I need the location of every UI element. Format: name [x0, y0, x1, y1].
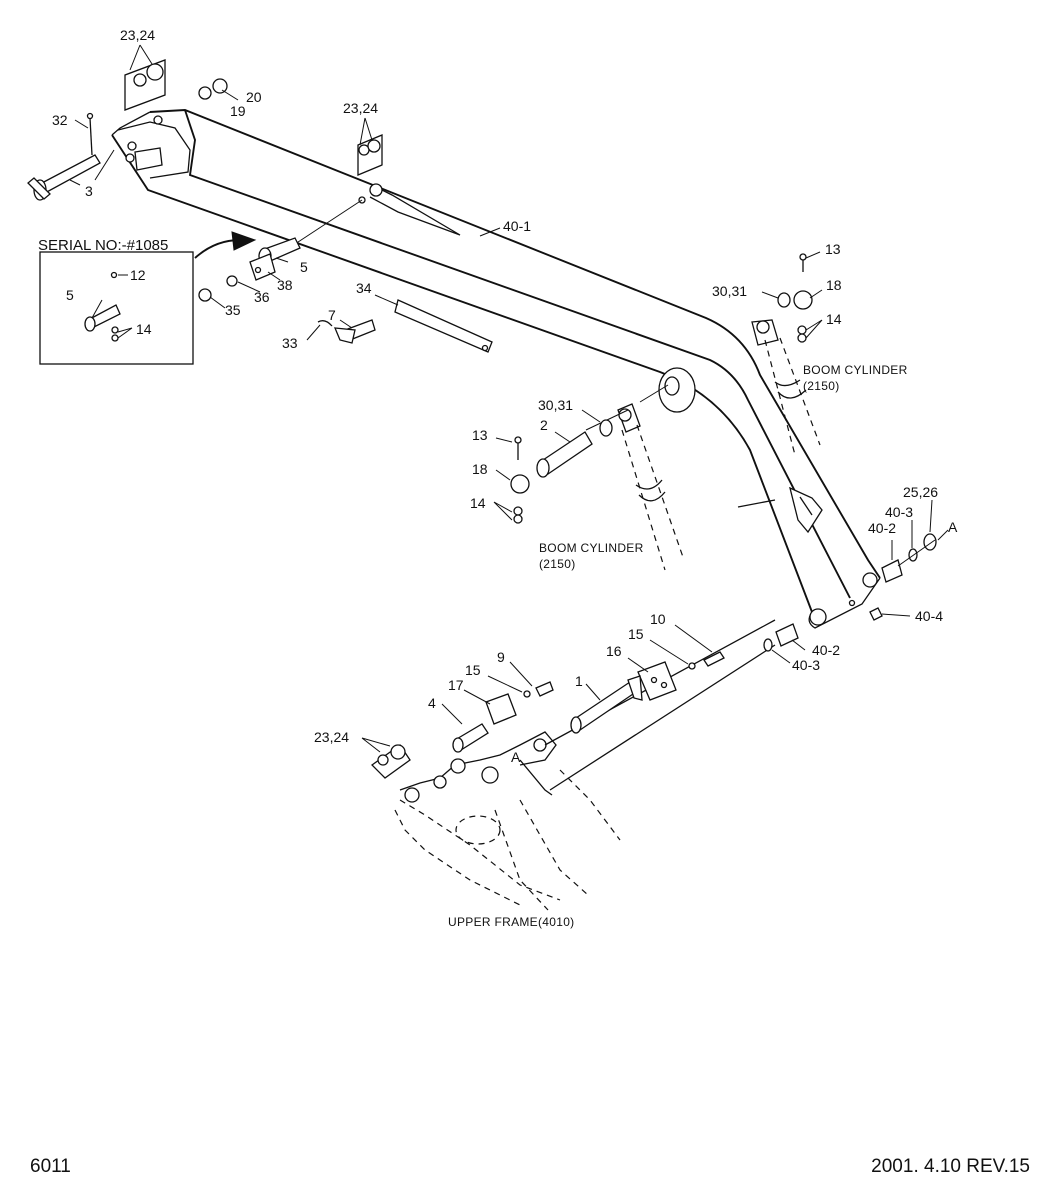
label-40-1: 40-1 — [503, 218, 531, 234]
label-18-mid: 18 — [472, 461, 488, 477]
label-32: 32 — [52, 112, 68, 128]
label-2: 2 — [540, 417, 548, 433]
label-18-right: 18 — [826, 277, 842, 293]
label-20: 20 — [246, 89, 262, 105]
label-5: 5 — [300, 259, 308, 275]
label-30-31-right: 30,31 — [712, 283, 747, 299]
label-15-left: 15 — [465, 662, 481, 678]
label-13-right: 13 — [825, 241, 841, 257]
label-5-inset: 5 — [66, 287, 74, 303]
footer: 6011 2001. 4.10 REV.15 — [30, 1156, 1030, 1177]
label-14-mid: 14 — [470, 495, 486, 511]
label-19: 19 — [230, 103, 246, 119]
boom-body — [111, 109, 881, 629]
label-9: 9 — [497, 649, 505, 665]
label-3: 3 — [85, 183, 93, 199]
label-boom-cylinder-mid-number: (2150) — [539, 557, 576, 571]
label-38: 38 — [277, 277, 293, 293]
label-23-24-a: 23,24 — [120, 27, 155, 43]
label-40-2-top: 40-2 — [868, 520, 896, 536]
label-A-frame: A — [511, 749, 521, 765]
label-10: 10 — [650, 611, 666, 627]
label-14-inset: 14 — [136, 321, 152, 337]
label-boom-cylinder-right: BOOM CYLINDER — [803, 363, 908, 377]
label-40-3-top: 40-3 — [885, 504, 913, 520]
label-40-4: 40-4 — [915, 608, 943, 624]
label-boom-cylinder-right-number: (2150) — [803, 379, 840, 393]
label-12: 12 — [130, 267, 146, 283]
leader-lines — [69, 44, 949, 753]
label-36: 36 — [254, 289, 270, 305]
parts — [27, 59, 937, 779]
upper-frame — [394, 619, 776, 911]
label-boom-cylinder-mid: BOOM CYLINDER — [539, 541, 644, 555]
boom-cylinder-dashed — [94, 149, 821, 571]
label-25-26: 25,26 — [903, 484, 938, 500]
label-23-24-b: 23,24 — [343, 100, 378, 116]
label-4: 4 — [428, 695, 436, 711]
label-1: 1 — [575, 673, 583, 689]
label-17: 17 — [448, 677, 464, 693]
revision-stamp: 2001. 4.10 REV.15 — [871, 1156, 1030, 1177]
label-13-mid: 13 — [472, 427, 488, 443]
label-40-2-bottom: 40-2 — [812, 642, 840, 658]
label-upper-frame: UPPER FRAME(4010) — [448, 915, 574, 929]
label-23-24-c: 23,24 — [314, 729, 349, 745]
label-A-right: A — [948, 519, 958, 535]
label-15-right: 15 — [628, 626, 644, 642]
part-labels: 23,24 20 19 32 3 23,24 40-1 SERIAL NO:-#… — [38, 27, 958, 929]
label-30-31-mid: 30,31 — [538, 397, 573, 413]
label-35: 35 — [225, 302, 241, 318]
page-number: 6011 — [30, 1156, 71, 1177]
label-16: 16 — [606, 643, 622, 659]
label-34: 34 — [356, 280, 372, 296]
label-14-right: 14 — [826, 311, 842, 327]
label-33: 33 — [282, 335, 298, 351]
label-7: 7 — [328, 307, 336, 323]
label-40-3-bottom: 40-3 — [792, 657, 820, 673]
label-serial-number: SERIAL NO:-#1085 — [38, 237, 168, 254]
